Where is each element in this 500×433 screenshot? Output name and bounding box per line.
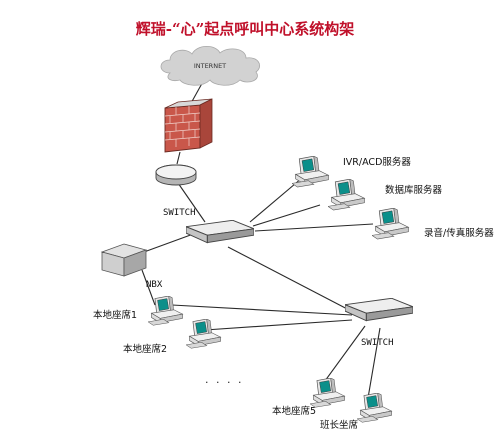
database-server-icon (328, 179, 365, 211)
seat-label-5: 本地座席5 (272, 405, 316, 417)
link-switch-pbx (143, 232, 197, 253)
diagram-title: 辉瑞-“心”起点呼叫中心系统构架 (136, 20, 354, 38)
seat5-computer-icon (310, 378, 345, 408)
link-switch-db (252, 204, 321, 227)
seat-label-leader: 班长坐席 (320, 419, 359, 431)
switch-bottom-label: SWITCH (361, 338, 394, 348)
record-fax-server-icon (372, 208, 409, 240)
brick-firewall-icon (164, 98, 213, 153)
link-switch-leader (367, 327, 381, 399)
internet-cloud-icon: INTERNET (160, 45, 260, 86)
seat-ellipsis: . . . . (205, 373, 243, 386)
floor-switch-icon (345, 298, 413, 322)
seat-label-2: 本地座席2 (123, 343, 167, 355)
server-label-db: 数据库服务器 (385, 184, 443, 196)
link-router-switch (177, 182, 206, 223)
internet-label: INTERNET (194, 62, 226, 70)
leader-computer-icon (357, 393, 392, 423)
seat-label-1: 本地座席1 (93, 309, 137, 321)
seat2-computer-icon (186, 319, 221, 349)
link-switch-seat5 (321, 325, 366, 386)
pbx-label: NBX (146, 280, 163, 290)
main-switch-icon (186, 220, 254, 244)
network-links (141, 77, 381, 399)
router-icon (155, 164, 197, 186)
switch-top-label: SWITCH (163, 208, 196, 218)
ivr-server-icon (292, 156, 329, 188)
link-switch-seat2 (204, 319, 353, 331)
link-switch-switch (227, 246, 354, 313)
link-switch-ivr (249, 177, 303, 223)
link-firewall-router (176, 151, 181, 165)
server-label-ivr: IVR/ACD服务器 (343, 156, 411, 168)
pbx-nbx-icon (100, 243, 148, 277)
link-switch-seat1 (171, 304, 353, 316)
link-pbx-seat1 (141, 269, 156, 306)
server-label-record: 录音/传真服务器 (424, 227, 494, 239)
link-switch-record (254, 223, 374, 232)
